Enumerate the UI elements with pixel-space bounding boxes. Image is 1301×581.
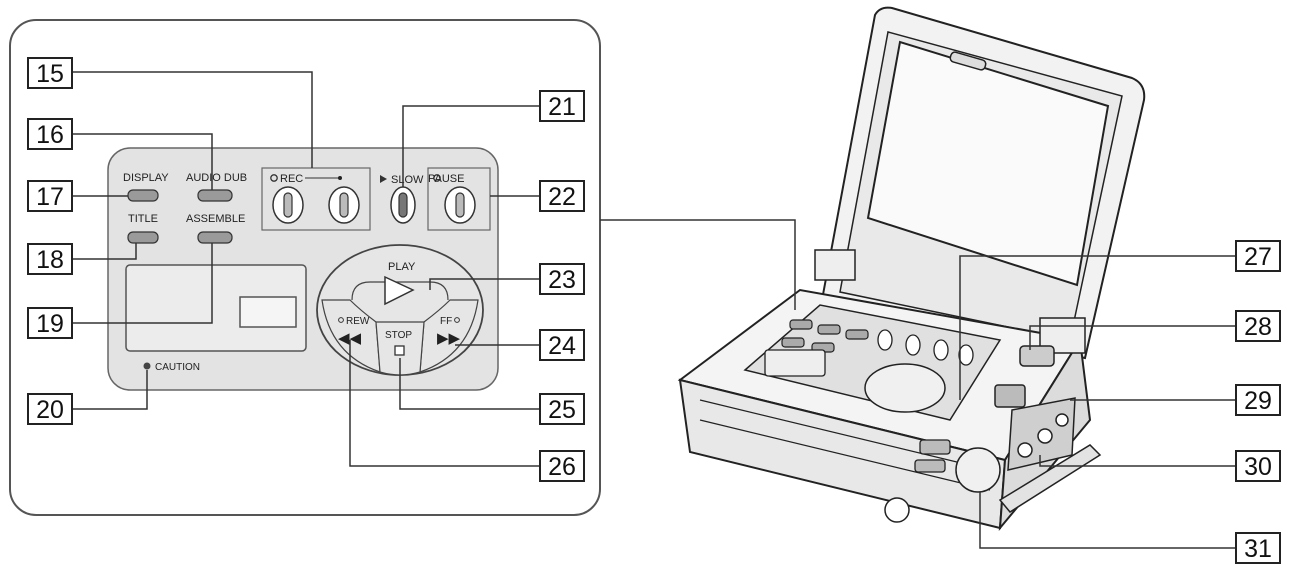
svg-text:25: 25 [548,396,576,424]
callout-27: 27 [1236,241,1280,271]
svg-text:30: 30 [1244,453,1272,481]
callout-17: 17 [28,181,72,211]
pause-button[interactable] [445,187,475,223]
play-label: PLAY [388,261,416,273]
title-button[interactable] [128,232,158,243]
display-label: DISPLAY [123,172,169,184]
callout-29: 29 [1236,385,1280,415]
display-button[interactable] [128,190,158,201]
svg-text:18: 18 [36,246,64,274]
stop-label: STOP [385,330,412,341]
side-button-28 [1020,346,1054,366]
hinge-left [815,250,855,280]
callout-20: 20 [28,394,72,424]
svg-text:17: 17 [36,183,64,211]
svg-text:28: 28 [1244,313,1272,341]
svg-text:29: 29 [1244,387,1272,415]
rec-label: REC [280,173,303,185]
audio-dub-button[interactable] [198,190,232,201]
svg-text:19: 19 [36,310,64,338]
callout-24: 24 [540,330,584,360]
rec-button-1[interactable] [273,187,303,223]
display-counter [240,297,296,327]
slow-button[interactable] [391,187,415,223]
camcorder-illustration [680,8,1144,528]
jack-3 [1056,414,1068,426]
speaker-grille [956,448,1000,492]
camcorder-transport-ring [865,364,945,412]
audio-dub-label: AUDIO DUB [186,172,247,184]
svg-text:24: 24 [548,332,576,360]
enlarged-panel-view: DISPLAY AUDIO DUB TITLE ASSEMBLE CAUTION… [10,20,600,515]
pause-label: PAUSE [428,173,464,185]
title-label: TITLE [128,213,158,225]
callout-16: 16 [28,119,72,149]
callout-21: 21 [540,91,584,121]
svg-text:26: 26 [548,453,576,481]
caution-label: CAUTION [155,362,200,373]
stop-square-icon [395,346,404,355]
callout-28: 28 [1236,311,1280,341]
svg-text:31: 31 [1244,535,1272,563]
svg-text:15: 15 [36,60,64,88]
callout-25: 25 [540,394,584,424]
callout-26: 26 [540,451,584,481]
callout-15: 15 [28,58,72,88]
svg-text:22: 22 [548,183,576,211]
svg-text:20: 20 [36,396,64,424]
side-switch [995,385,1025,407]
assemble-button[interactable] [198,232,232,243]
caution-lamp [144,363,151,370]
callout-18: 18 [28,244,72,274]
svg-text:23: 23 [548,266,576,294]
callout-22: 22 [540,181,584,211]
ff-label: FF [440,316,452,327]
slow-label: SLOW [391,174,424,186]
callout-23: 23 [540,264,584,294]
assemble-label: ASSEMBLE [186,213,245,225]
svg-text:21: 21 [548,93,576,121]
svg-text:27: 27 [1244,243,1272,271]
jack-1 [1018,443,1032,457]
callout-19: 19 [28,308,72,338]
callout-31: 31 [1236,533,1280,563]
svg-text:16: 16 [36,121,64,149]
callout-30: 30 [1236,451,1280,481]
rew-label: REW [346,316,370,327]
jack-2 [1038,429,1052,443]
rec-button-2[interactable] [329,187,359,223]
